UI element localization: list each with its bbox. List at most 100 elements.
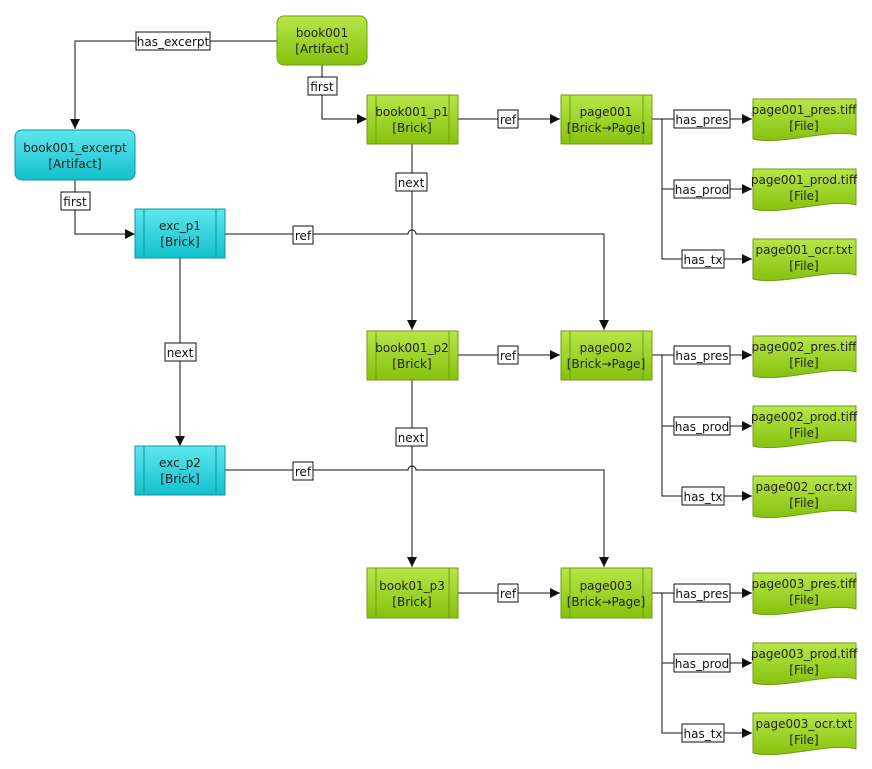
node-book01-p3[interactable]: book01_p3 [Brick] [366,567,459,619]
node-name: page003_prod.tiff [751,647,858,661]
label-has-tx-2: has_tx [681,486,725,506]
node-name: book001_p2 [375,341,448,355]
node-name: page002_prod.tiff [751,410,858,424]
edge-page001-prod [652,118,752,194]
node-book001[interactable]: book001 [Artifact] [276,15,368,66]
node-name: page003 [580,579,633,593]
node-name: page003_pres.tiff [752,577,858,591]
node-page001[interactable]: page001 [Brick→Page] [560,94,653,145]
svg-text:next: next [398,176,425,190]
edge-page003-prod [652,592,752,668]
svg-text:ref: ref [500,587,517,601]
label-has-prod-3: has_prod [673,653,731,673]
svg-text:has_pres: has_pres [675,113,728,127]
node-type: [Artifact] [48,157,101,171]
label-ref-exc2: ref [292,461,314,481]
node-name: page002_pres.tiff [752,340,858,354]
node-name: page003_ocr.txt [756,717,853,731]
node-type: [Brick] [392,595,431,609]
node-name: exc_p1 [159,219,201,233]
label-first-book: first [307,76,338,96]
node-name: exc_p2 [159,456,201,470]
label-has-tx-3: has_tx [681,723,725,743]
node-name: book001_p1 [375,105,448,119]
edge-page003-ocr [661,663,752,738]
svg-text:has_prod: has_prod [675,420,729,434]
label-has-tx-1: has_tx [681,249,725,269]
label-has-pres-2: has_pres [673,345,731,365]
node-type: [Brick→Page] [567,595,646,609]
svg-text:first: first [63,195,87,209]
node-book001-p2[interactable]: book001_p2 [Brick] [366,330,459,381]
node-type: [Artifact] [295,42,348,56]
edge-page002-ocr [661,426,752,501]
svg-text:ref: ref [295,229,312,243]
node-name: page001_prod.tiff [751,173,858,187]
edge-has-excerpt [70,40,277,129]
node-type: [File] [789,426,818,440]
label-has-prod-1: has_prod [673,179,731,199]
label-ref-p3: ref [497,583,519,603]
node-page002-pres[interactable]: page002_pres.tiff [File] [752,335,858,379]
label-ref-p2: ref [497,345,519,365]
node-name: page002 [580,341,633,355]
node-book001-p1[interactable]: book001_p1 [Brick] [366,94,459,145]
label-has-pres-3: has_pres [673,583,731,603]
svg-text:ref: ref [500,113,517,127]
edge-page001-ocr [661,189,752,264]
node-type: [Brick→Page] [567,357,646,371]
node-type: [File] [789,733,818,747]
node-page003-ocr[interactable]: page003_ocr.txt [File] [752,712,857,756]
node-type: [Brick→Page] [567,121,646,135]
node-name: book001 [296,26,348,40]
label-first-excerpt: first [60,191,91,211]
svg-text:ref: ref [295,465,312,479]
svg-text:has_pres: has_pres [675,349,728,363]
label-ref-exc1: ref [292,225,314,245]
node-book001-excerpt[interactable]: book001_excerpt [Artifact] [14,129,136,181]
node-page001-ocr[interactable]: page001_ocr.txt [File] [752,238,857,282]
node-page001-pres[interactable]: page001_pres.tiff [File] [752,98,858,142]
node-page003-prod[interactable]: page003_prod.tiff [File] [751,642,858,686]
node-page002[interactable]: page002 [Brick→Page] [560,330,653,381]
node-exc-p1[interactable]: exc_p1 [Brick] [134,208,226,259]
node-page001-prod[interactable]: page001_prod.tiff [File] [751,168,858,212]
node-type: [File] [789,259,818,273]
edges [70,40,752,738]
svg-text:has_pres: has_pres [675,587,728,601]
svg-text:has_tx: has_tx [683,490,722,504]
node-type: [File] [789,356,818,370]
label-ref-p1: ref [497,109,519,129]
edge-labels: has_excerpt first first next next next r… [60,31,731,743]
node-page002-prod[interactable]: page002_prod.tiff [File] [751,405,858,449]
label-has-prod-2: has_prod [673,416,731,436]
svg-text:has_excerpt: has_excerpt [137,35,210,49]
node-type: [Brick] [160,472,199,486]
nodes: book001 [Artifact] book001_excerpt [Arti… [14,15,858,756]
svg-text:ref: ref [500,349,517,363]
node-type: [Brick] [392,357,431,371]
node-page003[interactable]: page003 [Brick→Page] [560,567,653,619]
label-has-excerpt: has_excerpt [135,31,211,51]
edge-page002-prod [652,354,752,431]
node-type: [File] [789,119,818,133]
edge-exc1-ref [225,229,609,330]
svg-text:first: first [310,80,334,94]
node-type: [Brick] [160,235,199,249]
node-type: [File] [789,593,818,607]
node-name: book001_excerpt [23,141,127,155]
node-page003-pres[interactable]: page003_pres.tiff [File] [752,572,858,616]
node-type: [File] [789,189,818,203]
label-next-p1: next [395,172,428,192]
node-type: [File] [789,663,818,677]
node-page002-ocr[interactable]: page002_ocr.txt [File] [752,475,857,519]
node-name: page001 [580,105,633,119]
svg-text:next: next [167,346,194,360]
label-next-p2: next [395,427,428,447]
node-exc-p2[interactable]: exc_p2 [Brick] [134,445,226,496]
svg-text:has_prod: has_prod [675,183,729,197]
svg-text:has_tx: has_tx [683,727,722,741]
svg-text:next: next [398,431,425,445]
edge-exc2-ref [225,465,609,567]
